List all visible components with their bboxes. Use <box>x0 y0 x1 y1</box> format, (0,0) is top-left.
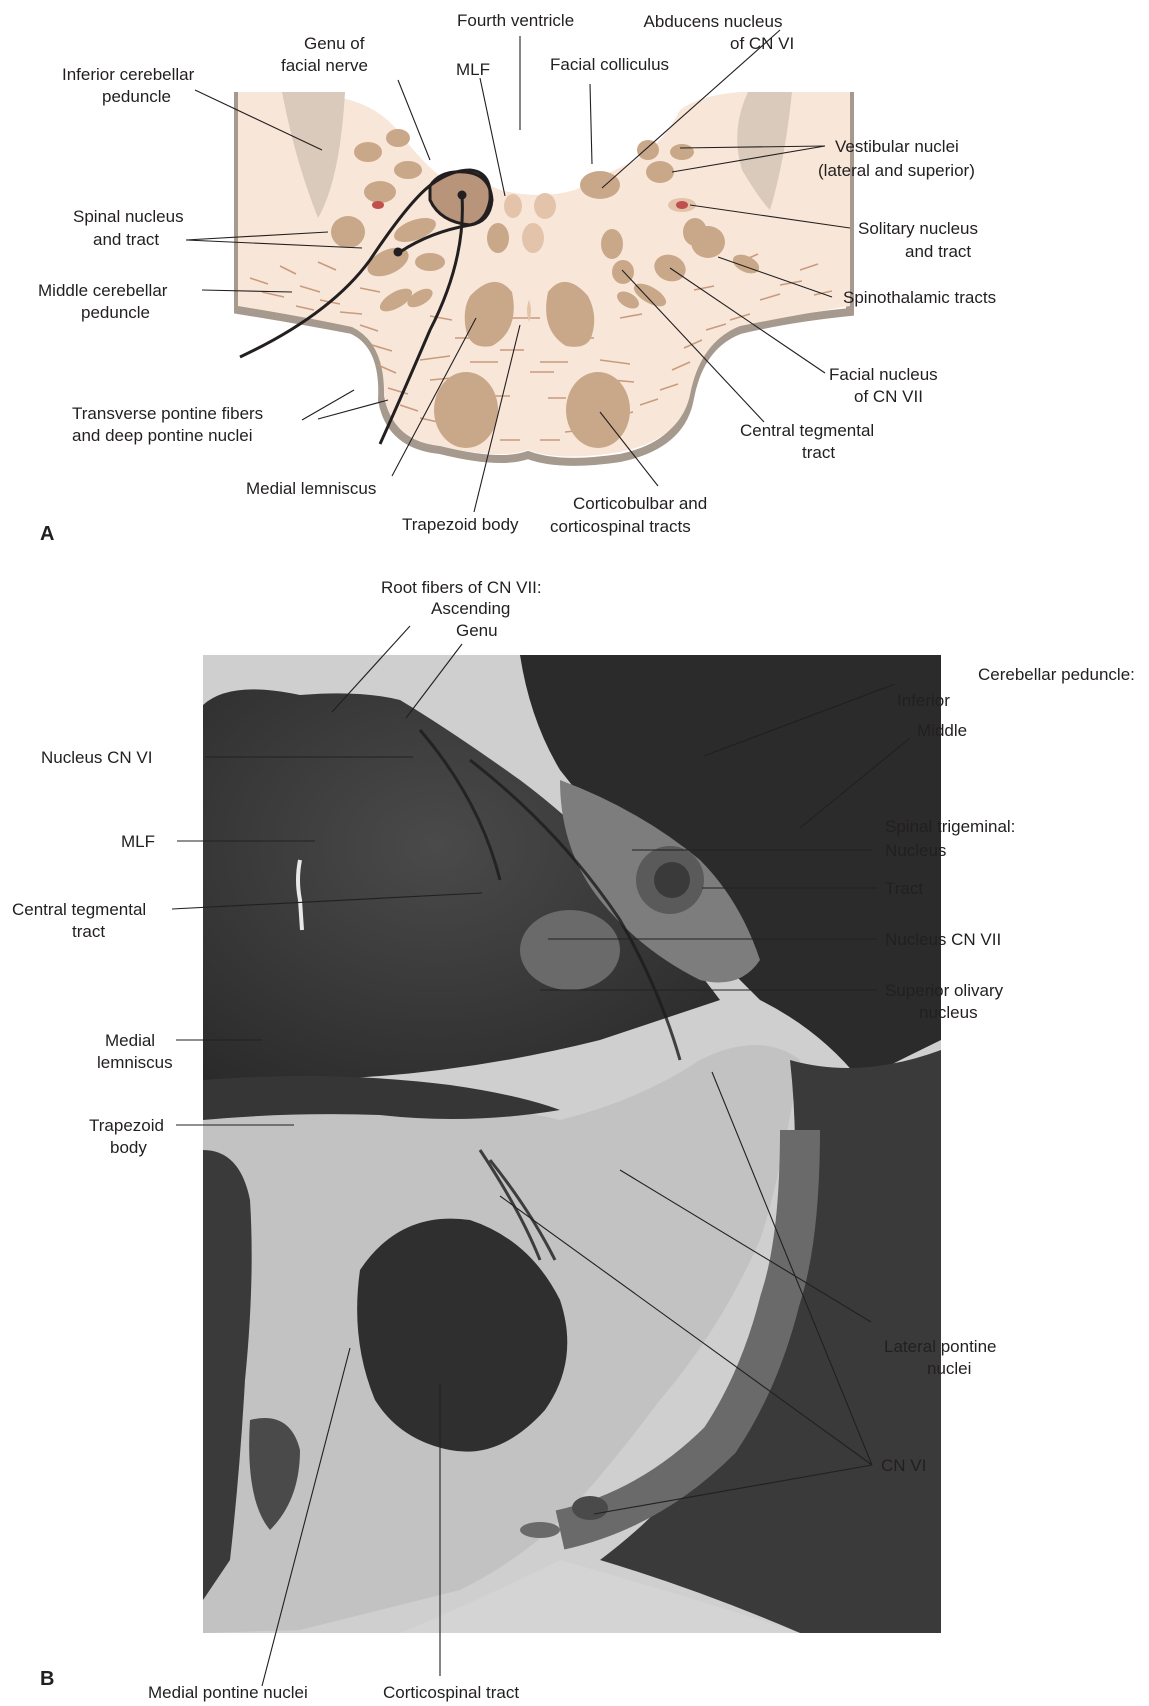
label-spinal-nucleus: Spinal nucleus <box>73 207 184 226</box>
corticospinal-right <box>566 372 630 448</box>
label-central-tegmental-tract-b-line2: tract <box>72 922 105 941</box>
label-corticobulbar-line2: corticospinal tracts <box>550 517 691 536</box>
label-corticobulbar: Corticobulbar and <box>573 494 707 513</box>
label-nucleus-cn7: Nucleus CN VII <box>885 930 1001 949</box>
label-transverse-pontine-fibers: Transverse pontine fibers <box>72 404 263 423</box>
label-cp-inferior: Inferior <box>897 691 950 710</box>
label-fourth-ventricle: Fourth ventricle <box>457 11 574 30</box>
label-facial-nucleus-line2: of CN VII <box>854 387 923 406</box>
label-root-fibers-cn7: Root fibers of CN VII: <box>381 578 542 597</box>
panel-a-schematic: Fourth ventricle Abducens nucleus of CN … <box>38 11 996 545</box>
label-cerebellar-peduncle: Cerebellar peduncle: <box>978 665 1135 684</box>
label-central-tegmental-tract-a-line2: tract <box>802 443 835 462</box>
panel-b-photomicrograph: Root fibers of CN VII: Ascending Genu Ce… <box>12 578 1135 1702</box>
solitary-nucleus-left <box>372 201 384 209</box>
label-root-ascending: Ascending <box>431 599 510 618</box>
label-spinal-nucleus-line2: and tract <box>93 230 159 249</box>
label-genu-facial-nerve: Genu of <box>304 34 365 53</box>
label-cn6: CN VI <box>881 1456 926 1475</box>
label-superior-olivary-line2: nucleus <box>919 1003 978 1022</box>
label-cp-middle: Middle <box>917 721 967 740</box>
label-trapezoid-body-b: Trapezoid <box>89 1116 164 1135</box>
label-middle-cerebellar-peduncle: Middle cerebellar <box>38 281 168 300</box>
panel-letter-b: B <box>40 1668 54 1690</box>
panel-letter-a: A <box>40 523 54 545</box>
label-facial-nucleus: Facial nucleus <box>829 365 938 384</box>
label-medial-lemniscus-b-line2: lemniscus <box>97 1053 173 1072</box>
label-solitary-nucleus-line2: and tract <box>905 242 971 261</box>
label-inferior-cerebellar-peduncle-line2: peduncle <box>102 87 171 106</box>
label-trapezoid-body-a: Trapezoid body <box>402 515 519 534</box>
label-central-tegmental-tract-b: Central tegmental <box>12 900 146 919</box>
label-abducens-nucleus-line2: of CN VI <box>730 34 794 53</box>
label-spinal-trigeminal-nucleus: Nucleus <box>885 841 946 860</box>
label-middle-cerebellar-peduncle-line2: peduncle <box>81 303 150 322</box>
label-nucleus-cn6: Nucleus CN VI <box>41 748 152 767</box>
label-medial-lemniscus-a: Medial lemniscus <box>246 479 376 498</box>
label-spinal-trigeminal: Spinal trigeminal: <box>885 817 1015 836</box>
label-solitary-nucleus: Solitary nucleus <box>858 219 978 238</box>
label-central-tegmental-tract-a: Central tegmental <box>740 421 874 440</box>
genu-dot <box>458 191 467 200</box>
label-inferior-cerebellar-peduncle: Inferior cerebellar <box>62 65 195 84</box>
label-lateral-pontine-nuclei-line2: nuclei <box>927 1359 971 1378</box>
label-medial-pontine-nuclei: Medial pontine nuclei <box>148 1683 308 1702</box>
label-abducens-nucleus: Abducens nucleus <box>644 12 783 31</box>
label-medial-lemniscus-b: Medial <box>105 1031 155 1050</box>
label-transverse-pontine-fibers-line2: and deep pontine nuclei <box>72 426 253 445</box>
label-superior-olivary: Superior olivary <box>885 981 1004 1000</box>
label-vestibular-nuclei: Vestibular nuclei <box>835 137 959 156</box>
label-spinothalamic-tracts: Spinothalamic tracts <box>843 288 996 307</box>
solitary-nucleus-right <box>676 201 688 209</box>
label-mlf-a: MLF <box>456 60 490 79</box>
label-corticospinal-tract: Corticospinal tract <box>383 1683 519 1702</box>
label-vestibular-nuclei-line2: (lateral and superior) <box>818 161 975 180</box>
corticospinal-left <box>434 372 498 448</box>
label-trapezoid-body-b-line2: body <box>110 1138 147 1157</box>
facial-nucleus-dot <box>394 248 403 257</box>
label-spinal-trigeminal-tract: Tract <box>885 879 923 898</box>
label-genu-facial-nerve-line2: facial nerve <box>281 56 368 75</box>
label-lateral-pontine-nuclei: Lateral pontine <box>884 1337 996 1356</box>
label-root-genu: Genu <box>456 621 498 640</box>
label-facial-colliculus: Facial colliculus <box>550 55 669 74</box>
label-mlf-b: MLF <box>121 832 155 851</box>
